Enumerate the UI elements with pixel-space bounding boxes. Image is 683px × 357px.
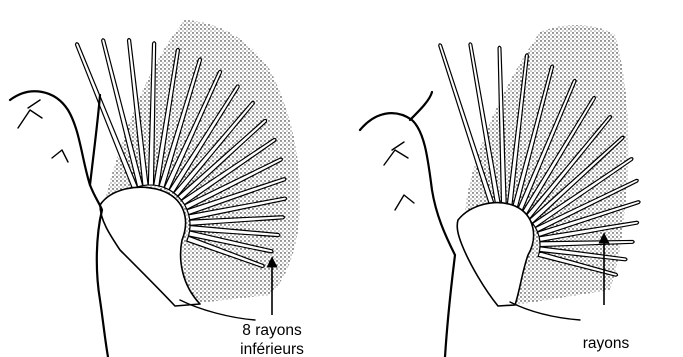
right-body-contour [360, 113, 455, 357]
right-annotation-line1: rayons [583, 335, 630, 352]
right-pectoral-edge [410, 92, 432, 120]
right-fin-panel: rayons [360, 25, 640, 357]
left-annotation-line1: 8 rayons [242, 322, 302, 339]
right-gill-mark [395, 195, 414, 210]
left-gill-mark [18, 110, 42, 128]
left-gill-mark [52, 150, 68, 162]
left-annotation-line2: inférieurs [240, 341, 304, 357]
left-fin-panel: 8 rayons inférieurs [10, 20, 304, 357]
left-body-contour [10, 91, 108, 357]
right-body-lower [510, 302, 580, 320]
left-gill-mark [28, 100, 40, 108]
right-gill-mark [392, 142, 404, 150]
left-pectoral-edge [90, 95, 100, 185]
right-gill-mark [384, 150, 408, 165]
